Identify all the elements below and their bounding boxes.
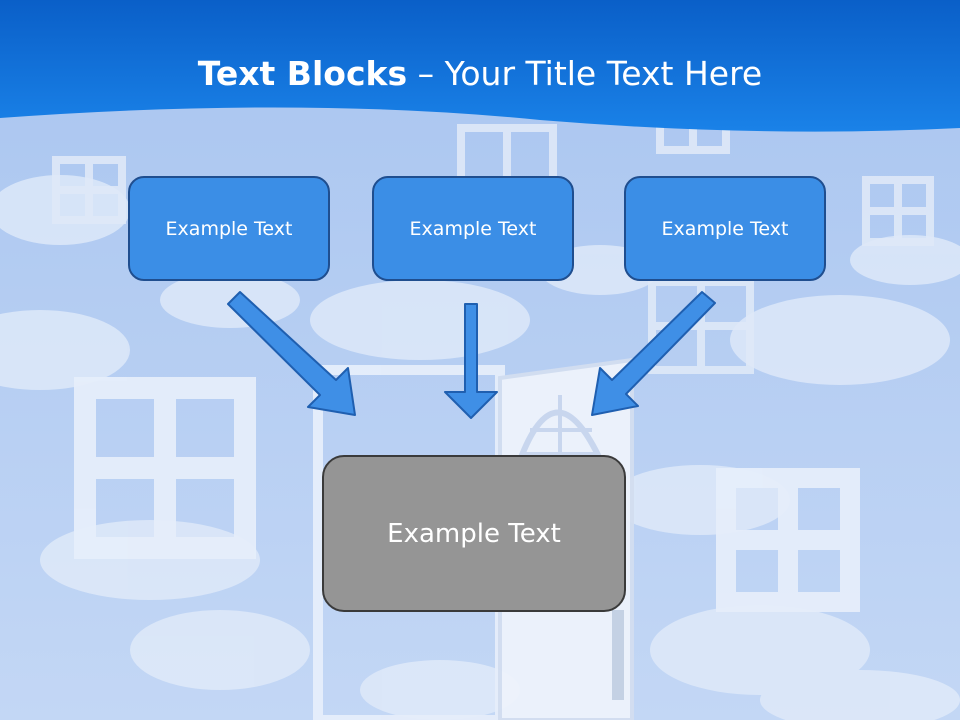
title-dash: – [407, 54, 445, 93]
slide-title: Text Blocks – Your Title Text Here [0, 54, 960, 93]
text-block-left[interactable]: Example Text [128, 176, 330, 281]
title-rest: Your Title Text Here [444, 54, 763, 93]
header-band [0, 0, 960, 132]
text-block-center[interactable]: Example Text [372, 176, 574, 281]
arrow-down-icon [444, 303, 498, 419]
text-block-right-label: Example Text [661, 217, 789, 240]
cloud-icon [0, 175, 960, 720]
text-block-left-label: Example Text [165, 217, 293, 240]
result-block-label: Example Text [387, 518, 561, 549]
window-icon [52, 156, 126, 224]
title-bold-part: Text Blocks [197, 54, 408, 93]
window-icon [862, 176, 934, 246]
arrow-down-right-icon [227, 291, 356, 416]
text-block-right[interactable]: Example Text [624, 176, 826, 281]
window-icon [716, 468, 860, 612]
text-block-center-label: Example Text [409, 217, 537, 240]
arrow-down-left-icon [591, 291, 716, 416]
window-icon [74, 377, 256, 559]
result-block[interactable]: Example Text [322, 455, 626, 612]
